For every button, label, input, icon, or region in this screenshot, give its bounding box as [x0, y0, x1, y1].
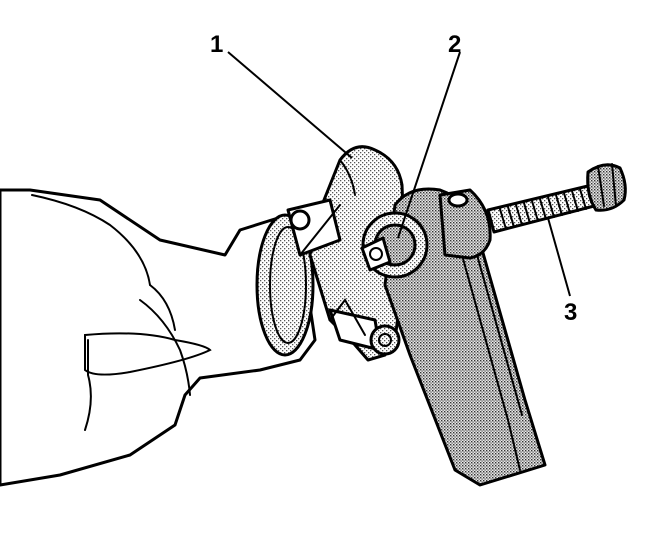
callout-3: 3	[564, 299, 577, 326]
leader-lines	[227, 51, 571, 297]
forcing-screw-nut	[360, 211, 429, 279]
leader-line-1	[227, 51, 353, 159]
puller-frame	[286, 145, 407, 362]
bolt-collar	[438, 188, 492, 260]
callout-1: 1	[210, 31, 223, 58]
housing	[0, 188, 317, 487]
bolt	[486, 163, 627, 234]
leader-line-2	[397, 51, 461, 239]
callout-2: 2	[448, 31, 461, 58]
leader-line-3	[547, 217, 571, 297]
